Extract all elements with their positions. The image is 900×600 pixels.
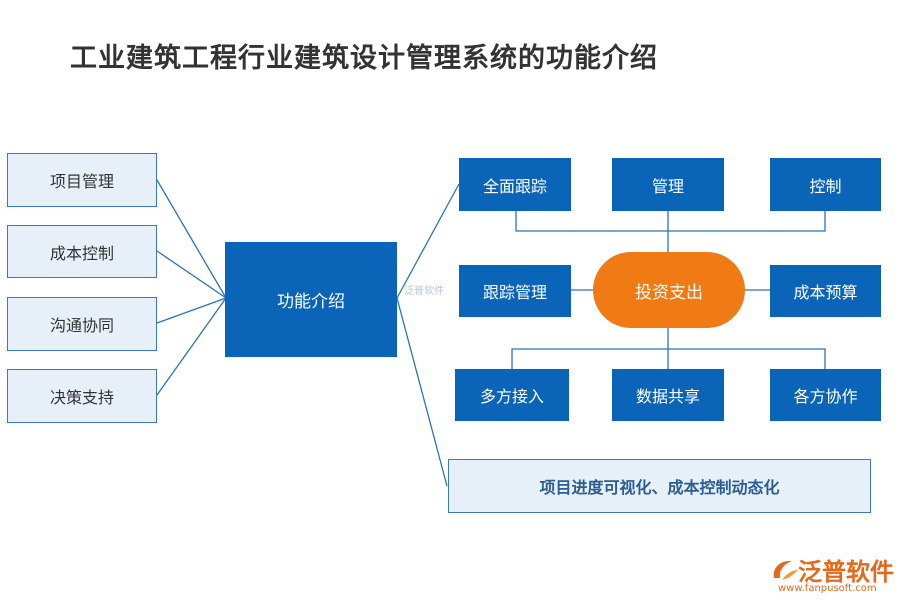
left-item-cost-control: 成本控制 xyxy=(7,225,157,278)
summary-box: 项目进度可视化、成本控制动态化 xyxy=(448,459,871,513)
brand-logo: 泛普软件 www.fanpusoft.com xyxy=(770,552,894,598)
connector-left-2 xyxy=(156,250,227,299)
center-node: 功能介绍 xyxy=(225,242,397,357)
left-item-project-management: 项目管理 xyxy=(7,153,157,207)
connector-right-bottom xyxy=(396,297,448,487)
watermark-text: 泛普软件 xyxy=(404,286,444,297)
connector-left-4 xyxy=(156,297,227,396)
connector-left-3 xyxy=(156,297,227,324)
logo-name: 泛普软件 xyxy=(798,558,894,586)
page-title: 工业建筑工程行业建筑设计管理系统的功能介绍 xyxy=(70,43,658,74)
bottom-item-multi-access: 多方接入 xyxy=(455,369,569,421)
left-item-decision-support: 决策支持 xyxy=(7,369,157,423)
top-item-management: 管理 xyxy=(612,158,724,211)
logo-url: www.fanpusoft.com xyxy=(778,583,877,594)
mid-item-cost-budget: 成本预算 xyxy=(770,265,881,317)
bottom-item-collaboration: 各方协作 xyxy=(770,369,881,421)
connector-left-1 xyxy=(156,179,227,299)
logo-icon xyxy=(773,560,798,580)
top-item-full-tracking: 全面跟踪 xyxy=(459,158,571,211)
connector-right-top xyxy=(396,183,460,299)
connector-top-bracket xyxy=(515,211,826,232)
left-item-communication: 沟通协同 xyxy=(7,297,157,351)
top-item-control: 控制 xyxy=(770,158,881,211)
mid-item-tracking-management: 跟踪管理 xyxy=(459,265,571,317)
hub-investment-expense: 投资支出 xyxy=(593,252,745,328)
connector-bottom-bracket xyxy=(511,348,826,369)
bottom-item-data-sharing: 数据共享 xyxy=(612,369,724,421)
